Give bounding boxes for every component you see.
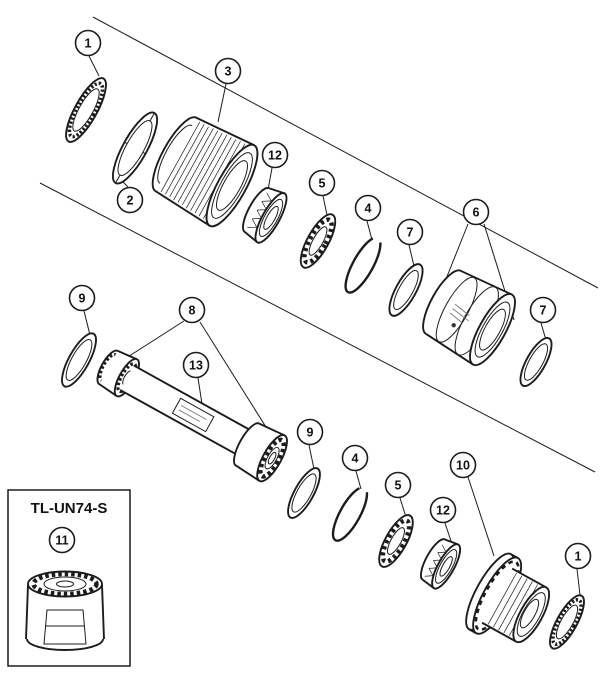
part-notched-ring bbox=[111, 111, 159, 185]
part-right-cup bbox=[422, 269, 516, 367]
leader-line bbox=[576, 568, 581, 596]
callout-8: 8 bbox=[178, 296, 206, 324]
part-snap-ring-upper bbox=[344, 236, 382, 294]
tool-box: TL-UN74-S bbox=[7, 489, 131, 667]
svg-text:5: 5 bbox=[319, 177, 326, 191]
part-ball-bearing-upper bbox=[299, 213, 337, 269]
callout-9-right: 9 bbox=[296, 418, 324, 446]
part-needle-bearing-lower bbox=[419, 538, 462, 590]
svg-text:10: 10 bbox=[456, 459, 470, 473]
leader-line bbox=[83, 310, 91, 336]
spindle-spec-label bbox=[171, 397, 215, 433]
svg-text:7: 7 bbox=[407, 226, 414, 240]
svg-text:3: 3 bbox=[225, 65, 232, 79]
svg-text:5: 5 bbox=[395, 479, 402, 493]
callout-12-lower: 12 bbox=[429, 496, 457, 524]
part-o-ring-lower-right bbox=[287, 467, 321, 519]
part-lock-ring-upper bbox=[65, 77, 107, 143]
callout-5-upper: 5 bbox=[308, 169, 336, 197]
leader-bracket-line bbox=[443, 223, 469, 285]
svg-text:6: 6 bbox=[473, 206, 480, 220]
tool-box-title: TL-UN74-S bbox=[31, 500, 108, 517]
svg-text:12: 12 bbox=[436, 504, 450, 518]
leader-line bbox=[408, 244, 415, 267]
part-lock-ring-lower bbox=[549, 594, 585, 650]
svg-text:1: 1 bbox=[85, 37, 92, 51]
part-flanged-cup bbox=[465, 552, 551, 644]
part-o-ring-lower-left bbox=[61, 332, 97, 388]
svg-text:1: 1 bbox=[575, 550, 582, 564]
leader-line bbox=[217, 83, 227, 123]
svg-text:9: 9 bbox=[79, 292, 86, 306]
part-threaded-shell bbox=[151, 116, 259, 228]
svg-text:11: 11 bbox=[55, 534, 68, 548]
callout-10: 10 bbox=[449, 451, 477, 479]
part-needle-bearing-upper bbox=[242, 186, 288, 244]
leader-line bbox=[540, 322, 547, 341]
leader-line bbox=[267, 167, 273, 191]
leader-line bbox=[366, 220, 373, 241]
callout-13: 13 bbox=[182, 351, 210, 379]
callout-2: 2 bbox=[116, 186, 144, 214]
svg-text:7: 7 bbox=[540, 304, 547, 318]
leader-line bbox=[88, 55, 100, 77]
leader-line bbox=[197, 377, 203, 405]
callout-6: 6 bbox=[462, 198, 490, 226]
part-o-ring-upper-right bbox=[519, 336, 553, 388]
callout-7-right: 7 bbox=[529, 296, 557, 324]
part-o-ring-upper-left bbox=[388, 263, 424, 317]
part-bb-tool bbox=[25, 570, 105, 651]
part-spindle bbox=[96, 349, 288, 483]
leader-line bbox=[308, 444, 315, 470]
leader-line bbox=[444, 522, 453, 545]
axis-guide-line-middle bbox=[39, 182, 596, 473]
svg-text:4: 4 bbox=[365, 202, 372, 216]
part-ball-bearing-lower bbox=[378, 514, 414, 568]
svg-text:8: 8 bbox=[189, 304, 196, 318]
leader-line bbox=[399, 497, 407, 518]
leader-line bbox=[322, 195, 328, 216]
callout-12-upper: 12 bbox=[261, 141, 289, 169]
svg-text:4: 4 bbox=[352, 452, 359, 466]
axis-guide-line-top bbox=[92, 16, 599, 289]
svg-text:2: 2 bbox=[127, 194, 134, 208]
callout-3: 3 bbox=[214, 57, 242, 85]
callout-4-lower: 4 bbox=[341, 444, 369, 472]
callout-7-left: 7 bbox=[396, 218, 424, 246]
leader-line bbox=[467, 476, 495, 557]
svg-text:13: 13 bbox=[189, 359, 203, 373]
svg-text:9: 9 bbox=[307, 426, 314, 440]
callout-1-lower: 1 bbox=[564, 542, 592, 570]
callout-5-lower: 5 bbox=[384, 471, 412, 499]
svg-text:12: 12 bbox=[268, 149, 282, 163]
callout-4-upper: 4 bbox=[354, 194, 382, 222]
leader-line bbox=[355, 470, 362, 490]
callout-1-upper: 1 bbox=[74, 29, 102, 57]
part-snap-ring-lower bbox=[331, 486, 369, 542]
callout-11: 11 bbox=[48, 526, 76, 554]
callout-9-left: 9 bbox=[68, 284, 96, 312]
